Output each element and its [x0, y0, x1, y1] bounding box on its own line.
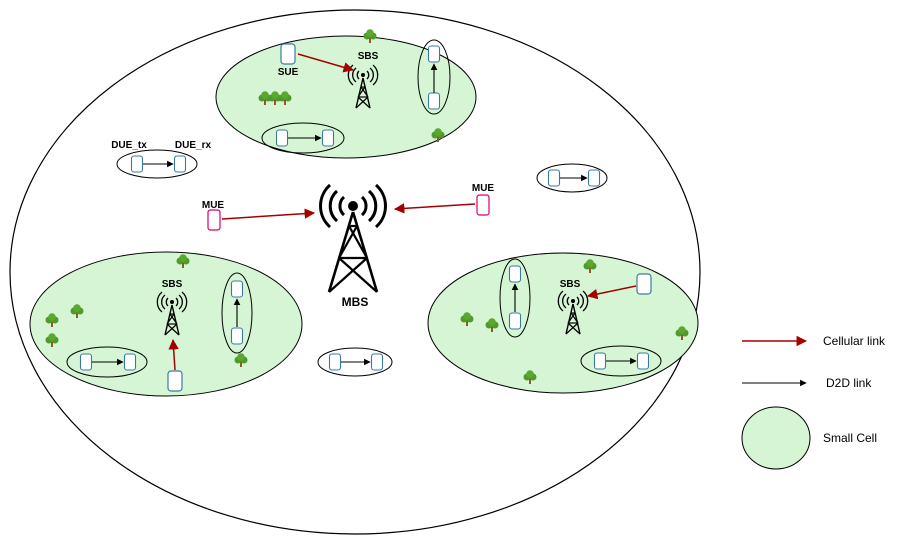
- mbs: MBS: [319, 183, 387, 309]
- cellular-link-sue: [297, 53, 355, 73]
- mue-phone-icon: [476, 194, 490, 216]
- phone-icon: [328, 353, 342, 371]
- phone-icon: [230, 327, 244, 345]
- phone-icon: [230, 280, 244, 298]
- phone-icon: [79, 353, 93, 371]
- mue-phone-icon: [207, 209, 221, 231]
- phone-icon: [593, 352, 607, 370]
- legend-d2d-label: D2D link: [826, 376, 872, 390]
- sue-phone-icon: [636, 273, 652, 295]
- phone-icon: [130, 155, 144, 173]
- sue-phone-icon: [167, 370, 183, 392]
- phone-icon: [370, 353, 384, 371]
- legend-small-cell-swatch: [741, 406, 811, 470]
- phone-icon: [508, 265, 522, 283]
- small-cell-top: SBS SUE: [215, 29, 477, 159]
- cellular-link-sue: [586, 285, 637, 300]
- due-tx-label: DUE_tx: [111, 140, 147, 151]
- phone-icon: [508, 312, 522, 330]
- phone-icon: [123, 353, 137, 371]
- legend-cellular-label: Cellular link: [823, 334, 886, 348]
- mue-label-left: MUE: [202, 200, 225, 211]
- sbs-label-right: SBS: [560, 279, 581, 290]
- due-pair-right: [536, 163, 608, 193]
- phone-icon: [321, 129, 335, 147]
- sbs-label-left: SBS: [162, 279, 183, 290]
- due-rx-label: DUE_rx: [175, 140, 212, 151]
- cellular-link-mue-left: [221, 208, 316, 220]
- small-cell-right: SBS: [427, 252, 699, 394]
- cellular-link-mue-right: [393, 203, 476, 214]
- mbs-label: MBS: [342, 295, 369, 309]
- sbs-label-top: SBS: [358, 51, 379, 62]
- cellular-link-sue: [168, 338, 179, 371]
- phone-icon: [427, 92, 441, 110]
- phone-icon: [547, 169, 561, 187]
- phone-icon: [427, 45, 441, 63]
- legend-small-cell-label: Small Cell: [823, 431, 877, 445]
- legend: Cellular link D2D link Small Cell: [741, 334, 886, 470]
- phone-icon: [275, 129, 289, 147]
- mue-label-right: MUE: [472, 183, 495, 194]
- due-pair-labeled: DUE_tx DUE_rx: [111, 140, 212, 179]
- phone-icon: [587, 169, 601, 187]
- due-pair-bottom: [317, 347, 393, 377]
- phone-icon: [636, 352, 650, 370]
- sue-label: SUE: [278, 67, 299, 78]
- sue-phone-icon: [280, 43, 296, 65]
- phone-icon: [173, 155, 187, 173]
- small-cell-left: SBS: [29, 251, 303, 397]
